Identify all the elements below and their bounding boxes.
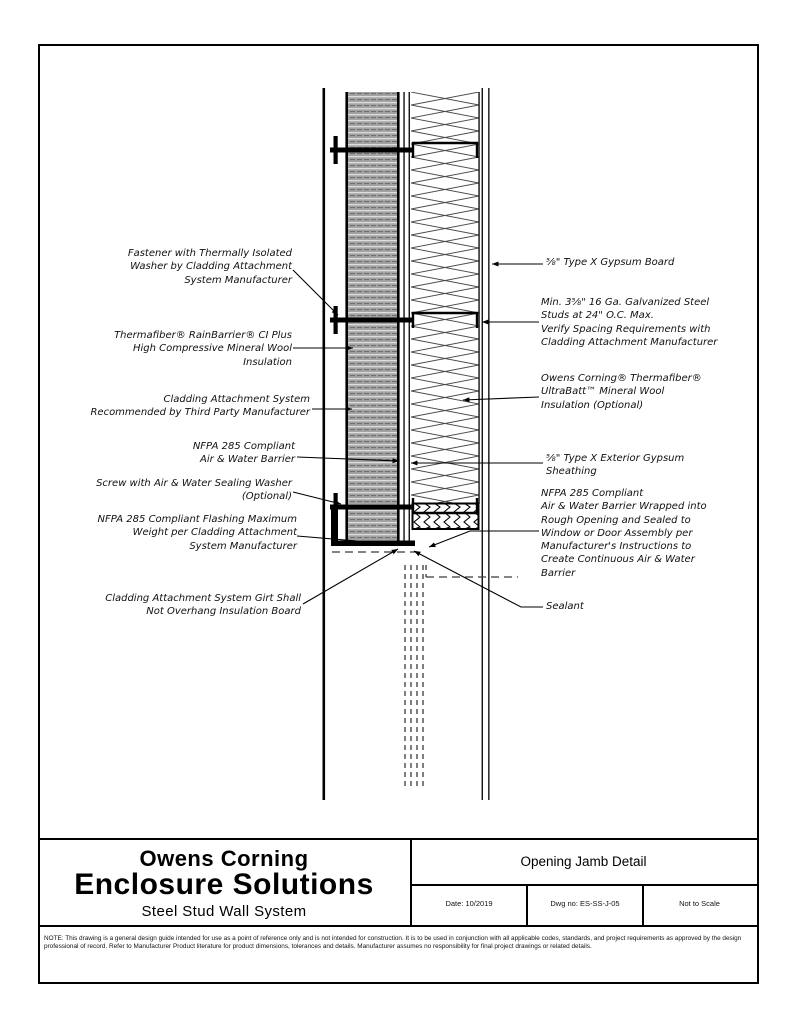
- company-name: Owens Corning: [139, 846, 309, 871]
- label-steel-studs: Min. 3⅝" 16 Ga. Galvanized Steel Studs a…: [541, 297, 718, 348]
- titleblock-bottom-rule: [38, 925, 757, 927]
- label-cladding-attachment-system: Cladding Attachment System Recommended b…: [90, 394, 310, 419]
- label-awb-wrapped: NFPA 285 Compliant Air & Water Barrier W…: [541, 488, 707, 579]
- stud-cavity-ultrabatt: [411, 92, 480, 504]
- label-ultrabatt: Owens Corning® Thermafiber® UltraBatt™ M…: [541, 373, 702, 411]
- label-exterior-sheathing: ⅝" Type X Exterior Gypsum Sheathing: [546, 453, 685, 478]
- label-fastener-washer: Fastener with Thermally Isolated Washer …: [127, 248, 292, 286]
- label-sealant: Sealant: [546, 601, 584, 612]
- cladding-line: [322, 88, 326, 800]
- scale-cell: Not to Scale: [679, 899, 720, 908]
- disclaimer-note: NOTE: This drawing is a general design g…: [44, 935, 742, 951]
- label-rainbarrier-insulation: Thermafiber® RainBarrier® CI Plus High C…: [114, 330, 292, 368]
- label-awb: NFPA 285 Compliant Air & Water Barrier: [192, 441, 295, 466]
- drawing-title: Opening Jamb Detail: [520, 854, 647, 869]
- titleblock-center-divider: [410, 838, 412, 927]
- date-cell: Date: 10/2019: [445, 899, 493, 908]
- label-girt-no-overhang: Cladding Attachment System Girt Shall No…: [105, 593, 301, 618]
- titleblock-cell-divider-1: [526, 884, 528, 927]
- flashing-cap: [331, 506, 415, 546]
- leader-lines-left: [292, 269, 400, 605]
- system-subtitle: Steel Stud Wall System: [141, 903, 307, 920]
- leader-lines-right: [411, 261, 543, 608]
- label-flashing: NFPA 285 Compliant Flashing Maximum Weig…: [97, 514, 297, 552]
- label-sealing-washer-screw: Screw with Air & Water Sealing Washer (O…: [96, 478, 292, 503]
- titleblock-right-rule: [410, 884, 757, 886]
- titleblock-top-rule: [38, 838, 757, 840]
- window-frame-dashed: [332, 551, 518, 788]
- label-gypsum-board: ⅝" Type X Gypsum Board: [546, 257, 675, 268]
- rough-opening-safing: [411, 502, 480, 530]
- sheet-border: [38, 44, 759, 984]
- titleblock-cell-divider-2: [642, 884, 644, 927]
- brand-name: Enclosure Solutions: [74, 868, 374, 901]
- drawing-number-cell: Dwg no: ES-SS-J-05: [550, 899, 620, 908]
- interior-gypsum-board: [481, 88, 490, 800]
